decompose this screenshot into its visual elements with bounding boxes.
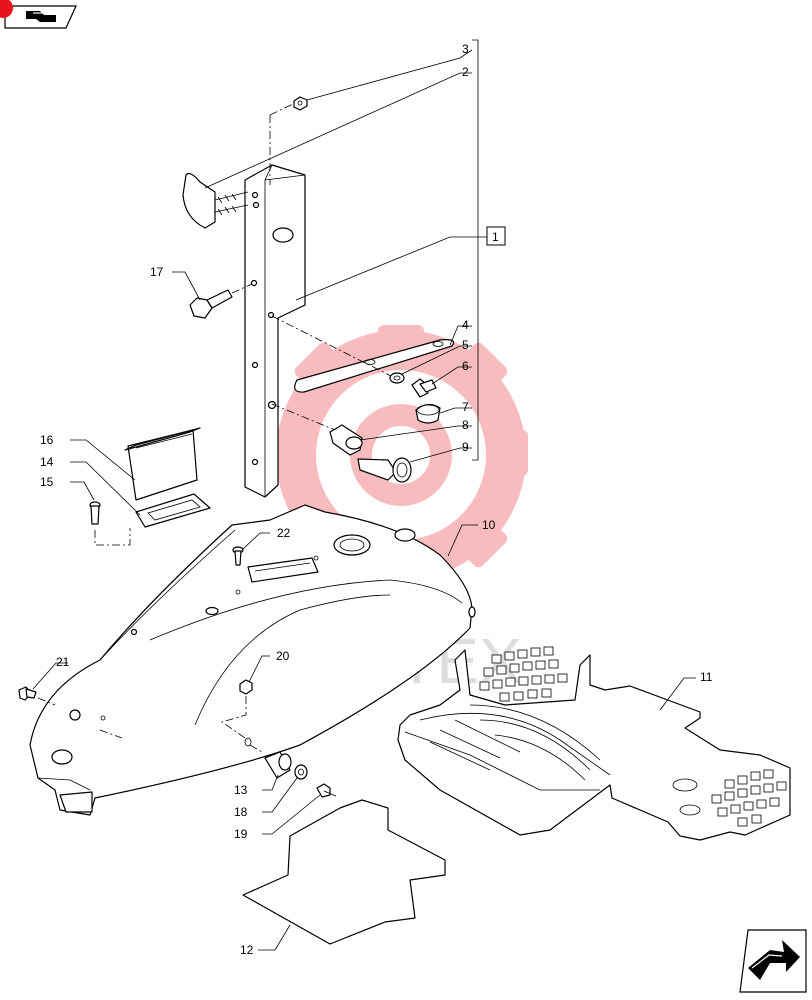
hood-10 [29, 504, 476, 816]
socket-9 [357, 457, 412, 483]
callout-labels: 1 2 3 4 5 6 7 8 9 10 11 12 13 14 15 16 1… [40, 42, 713, 957]
screw-22 [232, 546, 244, 566]
callout-12: 12 [240, 943, 254, 957]
spacer-13 [264, 751, 292, 779]
coupling-8 [329, 424, 363, 456]
mat-grip-pads-lower [711, 769, 787, 827]
bracket-with-studs [182, 172, 249, 229]
grille-box-16 [124, 427, 201, 501]
callout-11: 11 [700, 670, 713, 684]
bolt-19 [316, 783, 337, 798]
callout-18: 18 [234, 805, 248, 819]
callout-7: 7 [462, 400, 469, 414]
group-bracket [472, 39, 479, 461]
back-arrow-icon [26, 11, 56, 22]
bolt-17 [189, 289, 233, 319]
hex-nut [293, 96, 308, 111]
callout-10: 10 [482, 518, 496, 532]
group-reference-box [486, 226, 506, 246]
callout-16: 16 [40, 433, 54, 447]
screw-15 [89, 501, 101, 525]
callout-13: 13 [234, 783, 248, 797]
upright-post [244, 164, 306, 498]
floor-mat-11 [397, 646, 791, 841]
red-badge [0, 0, 13, 18]
callout-20: 20 [276, 649, 290, 663]
callout-6: 6 [462, 359, 469, 373]
callout-14: 14 [40, 455, 54, 469]
callout-3: 3 [462, 42, 469, 56]
pin-6 [411, 378, 437, 398]
callout-17: 17 [150, 265, 164, 279]
washer-5 [389, 372, 405, 384]
callout-21: 21 [56, 655, 70, 669]
callout-5: 5 [462, 338, 469, 352]
forward-arrow-icon [748, 940, 800, 980]
next-page-button[interactable] [739, 929, 807, 993]
plug-7 [415, 403, 441, 424]
callout-15: 15 [40, 475, 54, 489]
mat-grip-pads-upper [479, 646, 568, 702]
prev-page-button[interactable] [0, 0, 77, 29]
nut-20 [239, 679, 253, 695]
callout-9: 9 [462, 440, 469, 454]
bolt-21 [18, 686, 37, 701]
callout-22: 22 [277, 526, 291, 540]
callout-19: 19 [234, 827, 248, 841]
gasket-14 [135, 493, 211, 528]
callout-2: 2 [462, 65, 469, 79]
slotted-strip [294, 339, 455, 393]
washer-18 [294, 764, 308, 780]
leader-lines [32, 49, 696, 951]
callout-4: 4 [462, 318, 469, 332]
callout-1: 1 [492, 230, 499, 244]
sheet-12 [242, 799, 446, 945]
callout-8: 8 [462, 418, 469, 432]
